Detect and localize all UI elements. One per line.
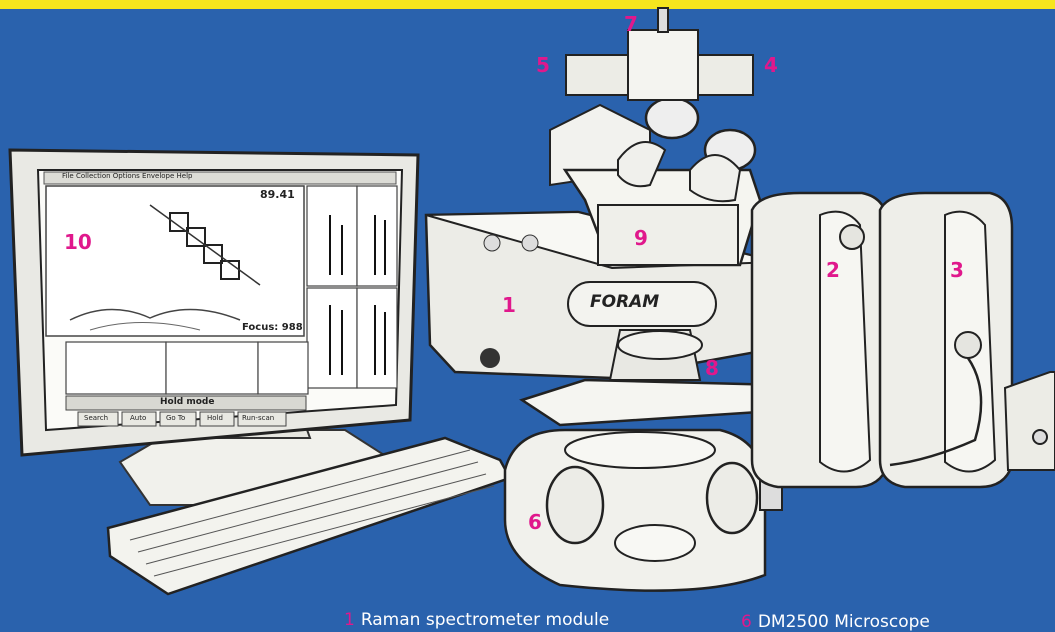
callout-4: 4 <box>764 55 778 75</box>
legend-number: 6 <box>741 612 752 632</box>
screen-button-auto: Auto <box>130 414 146 422</box>
laser-modules <box>752 193 1055 487</box>
legend-text: Raman spectrometer module <box>361 610 609 630</box>
callout-10: 10 <box>64 232 92 252</box>
callout-3: 3 <box>950 260 964 280</box>
screen-button-search: Search <box>84 414 108 422</box>
callout-7: 7 <box>624 14 638 34</box>
monitor <box>10 150 418 455</box>
callout-1: 1 <box>502 295 516 315</box>
brand-label: FORAM <box>590 292 659 312</box>
callout-5: 5 <box>536 55 550 75</box>
legend-text: DM2500 Microscope <box>758 612 930 632</box>
screen-button-hold: Hold <box>207 414 223 422</box>
screen-menu-bar: File Collection Options Envelope Help <box>62 172 193 180</box>
legend-item-6: 6 DM2500 Microscope <box>741 612 930 632</box>
legend-item-1: 1 Raman spectrometer module <box>344 610 609 630</box>
screen-button-goto: Go To <box>166 414 185 422</box>
callout-9: 9 <box>634 228 648 248</box>
screen-readout: 89.41 <box>260 188 295 201</box>
legend-number: 1 <box>344 610 355 630</box>
callout-6: 6 <box>528 512 542 532</box>
screen-mode-label: Hold mode <box>160 397 214 407</box>
screen-focus-readout: Focus: 988 <box>242 322 303 333</box>
callout-2: 2 <box>826 260 840 280</box>
callout-8: 8 <box>705 358 719 378</box>
screen-button-runscan: Run-scan <box>242 414 274 422</box>
